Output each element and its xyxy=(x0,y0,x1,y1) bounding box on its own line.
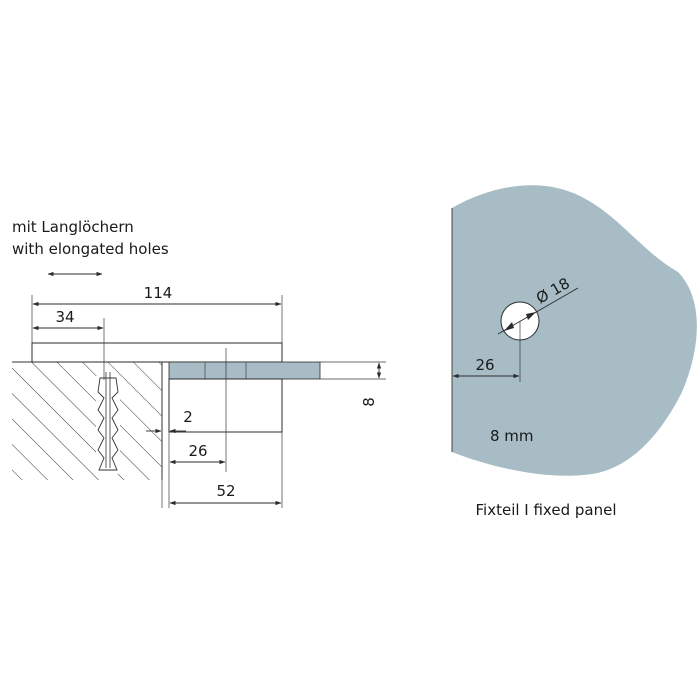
dim-34-label: 34 xyxy=(55,308,74,326)
fitting-side-view: mit Langlöchern with elongated holes 114… xyxy=(12,218,386,508)
wall-section xyxy=(12,362,162,480)
note-german: mit Langlöchern xyxy=(12,218,134,236)
fixed-panel-detail: Ø 18 26 8 mm Fixteil I fixed panel xyxy=(451,185,697,519)
note-english: with elongated holes xyxy=(12,240,169,258)
dim-2-label: 2 xyxy=(183,408,193,426)
panel-caption: Fixteil I fixed panel xyxy=(476,501,617,519)
dim-26-label: 26 xyxy=(188,442,207,460)
dim-edge-label: 26 xyxy=(475,356,494,374)
glass-thickness-label: 8 mm xyxy=(490,427,534,445)
wall-anchor xyxy=(96,372,120,474)
glass-panel-shape xyxy=(452,185,697,476)
dim-52-label: 52 xyxy=(216,482,235,500)
dim-diameter-arrow-b xyxy=(526,312,536,320)
glass-pane xyxy=(168,361,321,380)
wall-plate xyxy=(31,342,283,363)
dim-8-label: 8 xyxy=(360,397,378,407)
dim-diameter-arrow-a xyxy=(504,322,514,331)
dim-114-label: 114 xyxy=(144,284,173,302)
clamp-plate xyxy=(168,378,283,433)
